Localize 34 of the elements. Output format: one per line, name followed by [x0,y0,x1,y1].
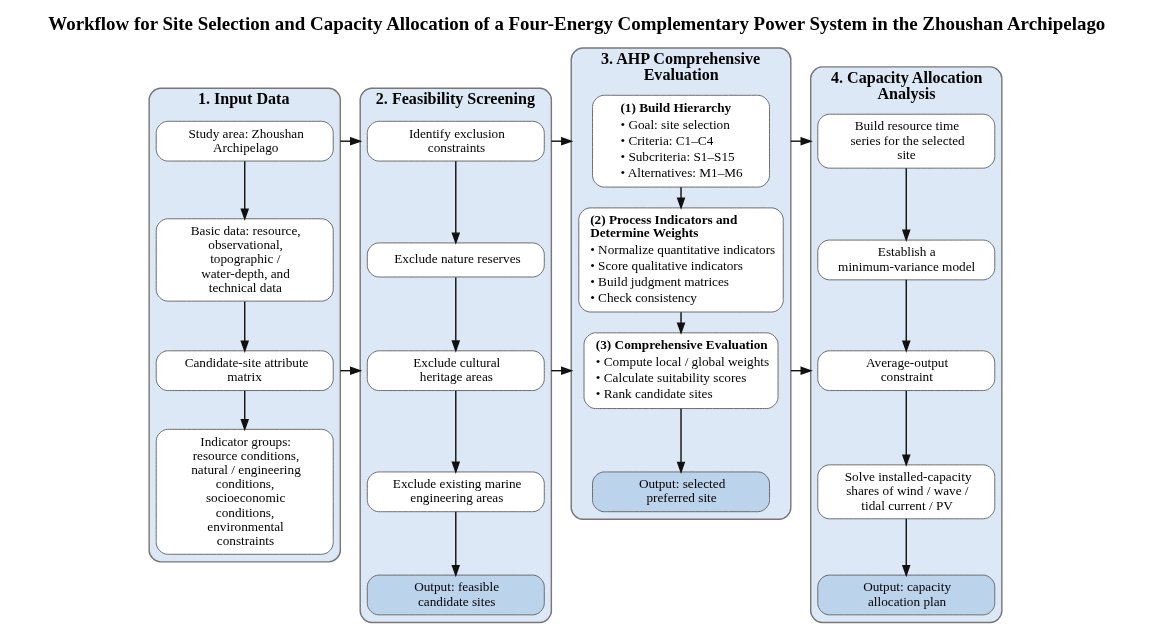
arrow [901,167,911,242]
node-box: (2) Process Indicators and Determine Weights • Normalize quantitative indicators • Score qualitative indicators • Build judgment matrices • Check consistency [577,207,784,313]
node-box: Build resource time series for the selected site [816,113,995,169]
node-box: Exclude existing marine engineering areas [366,471,545,513]
node-box: Output: feasible candidate sites [366,574,545,616]
arrow [676,311,685,335]
arrow [450,511,460,578]
node-box: Establish a minimum-variance model [816,239,995,281]
node-box: Solve installed-capacity shares of wind / wave / tidal current / PV [816,464,995,520]
arrow [450,390,460,474]
diagram-title: Workflow for Site Selection and Capacity Allocation of a Four-Energy Complementary Power System in the Zhoushan Archipelago [47,12,1105,34]
node-box: Indicator groups: resource conditions, natural / engineering conditions, socioeconomic conditions, environmental constraints [155,428,334,555]
node-box: Exclude nature reserves [366,242,545,278]
arrow [901,279,911,353]
arrow [676,186,685,210]
arrow [901,390,911,467]
node-box: Candidate-site attribute matrix [155,350,334,392]
arrow [901,518,911,578]
node-box: Exclude cultural heritage areas [366,350,545,392]
node-box: Output: selected preferred site [591,471,770,513]
arrow [239,300,249,353]
node-box: Average-output constraint [816,350,995,392]
arrow [550,136,573,146]
arrow [239,390,249,432]
arrow [239,160,249,221]
node-box: (3) Comprehensive Evaluation • Compute local / global weights • Calculate suitability scores • Rank candidate sites [583,332,778,409]
node-box: Output: capacity allocation plan [816,574,995,616]
node-box: Identify exclusion constraints [366,120,545,162]
node-box: (1) Build Hierarchy • Goal: site selection • Criteria: C1–C4 • Subcriteria: S1–S15 • Alternatives: M1–M6 [591,94,770,188]
node-box: Study area: Zhoushan Archipelago [155,120,334,162]
node-box: Basic data: resource, observational, topographic / water-depth, and technical data [155,218,334,302]
arrow [676,408,685,474]
arrow [450,276,460,353]
arrow [450,160,460,245]
